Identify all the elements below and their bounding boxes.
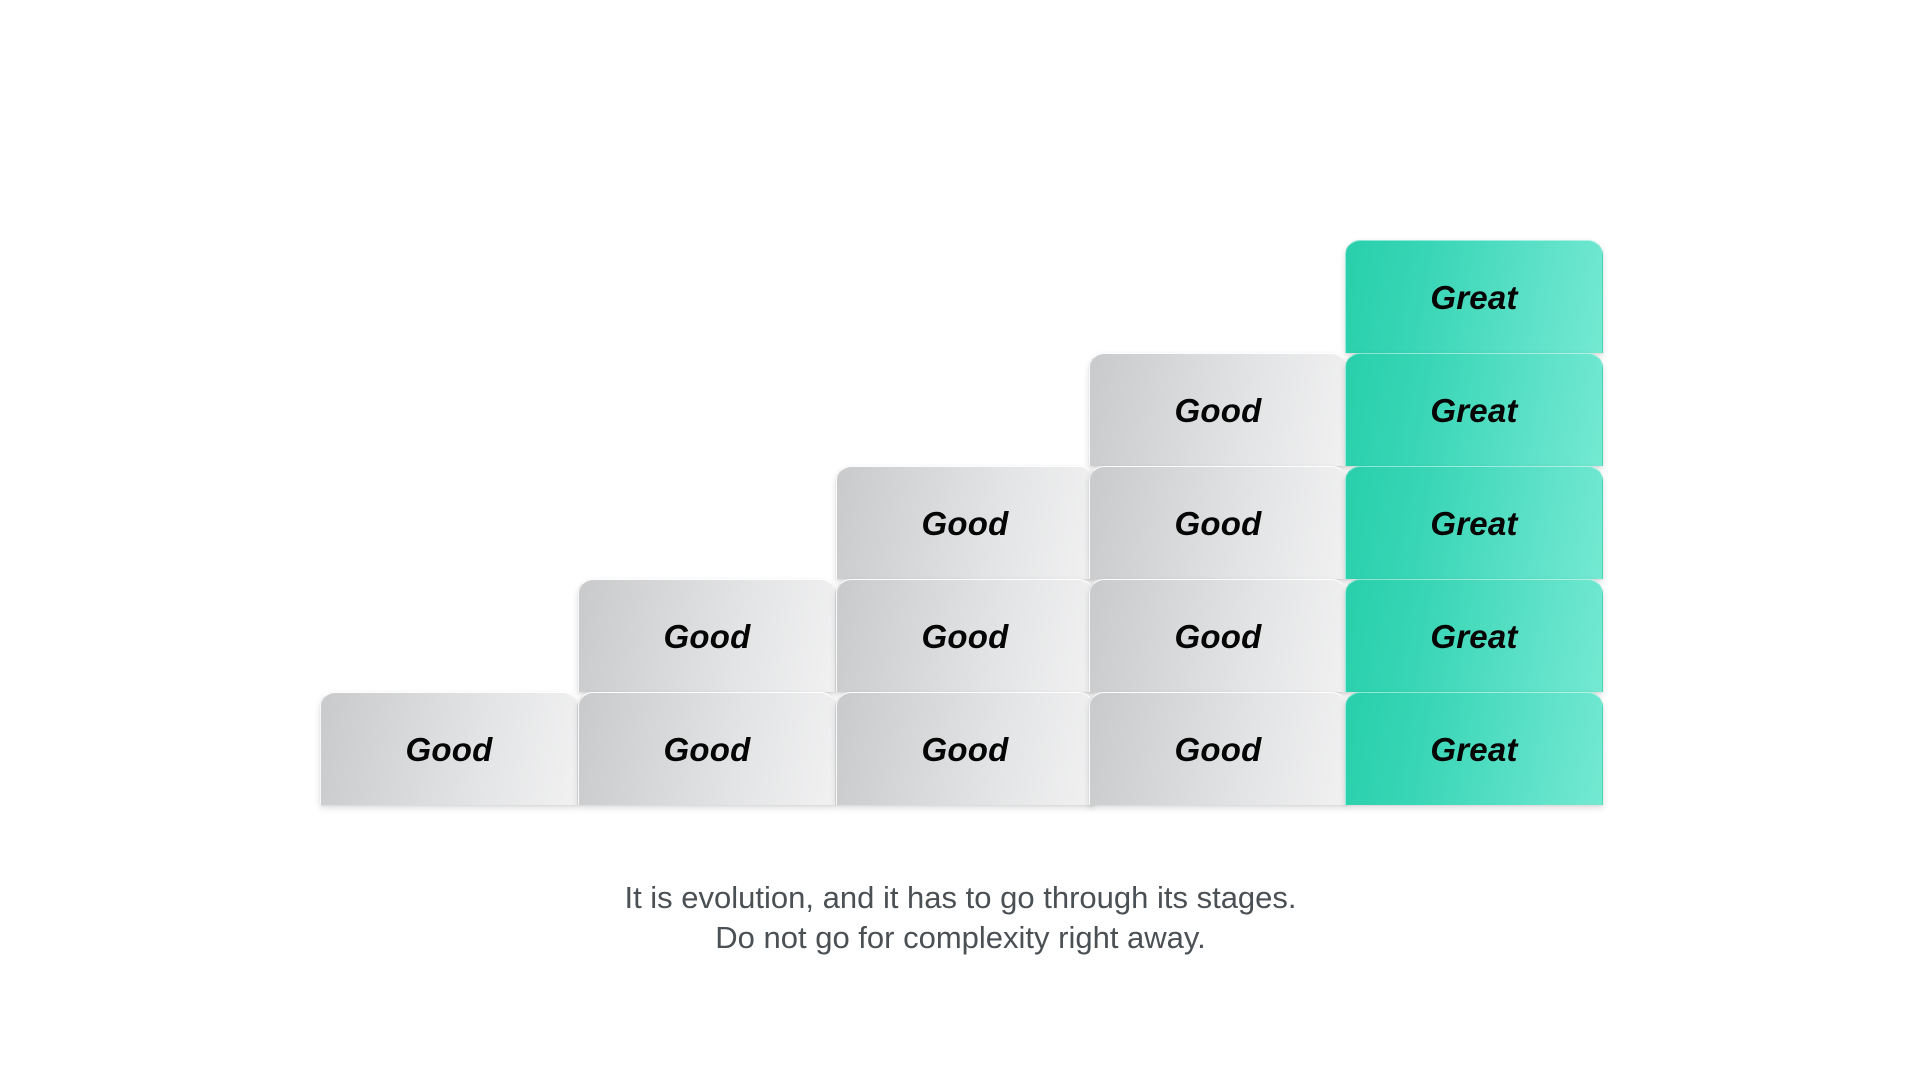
block-label: Good	[1174, 617, 1262, 655]
block-column-5-row-1[interactable]: Great	[1345, 579, 1603, 692]
block-column-1-row-0[interactable]: Good	[320, 692, 578, 805]
block-label: Great	[1430, 391, 1518, 429]
block-column-4-row-1[interactable]: Good	[1089, 579, 1347, 692]
block-label: Good	[1174, 504, 1262, 542]
block-label: Good	[921, 504, 1009, 542]
block-label: Good	[1174, 391, 1262, 429]
block-label: Good	[663, 617, 751, 655]
block-label: Great	[1430, 617, 1518, 655]
block-column-3-row-1[interactable]: Good	[836, 579, 1094, 692]
block-label: Great	[1430, 504, 1518, 542]
caption-line-2: Do not go for complexity right away.	[715, 920, 1206, 955]
block-column-5-row-3[interactable]: Great	[1345, 353, 1603, 466]
block-label: Good	[921, 730, 1009, 768]
block-column-3-row-2[interactable]: Good	[836, 466, 1094, 579]
block-label: Great	[1430, 730, 1518, 768]
block-column-3-row-0[interactable]: Good	[836, 692, 1094, 805]
block-label: Great	[1430, 278, 1518, 316]
block-column-5-row-4[interactable]: Great	[1345, 240, 1603, 353]
block-label: Good	[663, 730, 751, 768]
block-column-5-row-0[interactable]: Great	[1345, 692, 1603, 805]
block-column-5-row-2[interactable]: Great	[1345, 466, 1603, 579]
block-column-2-row-1[interactable]: Good	[578, 579, 836, 692]
block-label: Good	[405, 730, 493, 768]
block-label: Good	[921, 617, 1009, 655]
block-column-4-row-0[interactable]: Good	[1089, 692, 1347, 805]
caption-line-1: It is evolution, and it has to go throug…	[624, 880, 1297, 915]
block-column-2-row-0[interactable]: Good	[578, 692, 836, 805]
caption-text: It is evolution, and it has to go throug…	[0, 878, 1921, 958]
block-label: Good	[1174, 730, 1262, 768]
block-column-4-row-2[interactable]: Good	[1089, 466, 1347, 579]
block-column-4-row-3[interactable]: Good	[1089, 353, 1347, 466]
